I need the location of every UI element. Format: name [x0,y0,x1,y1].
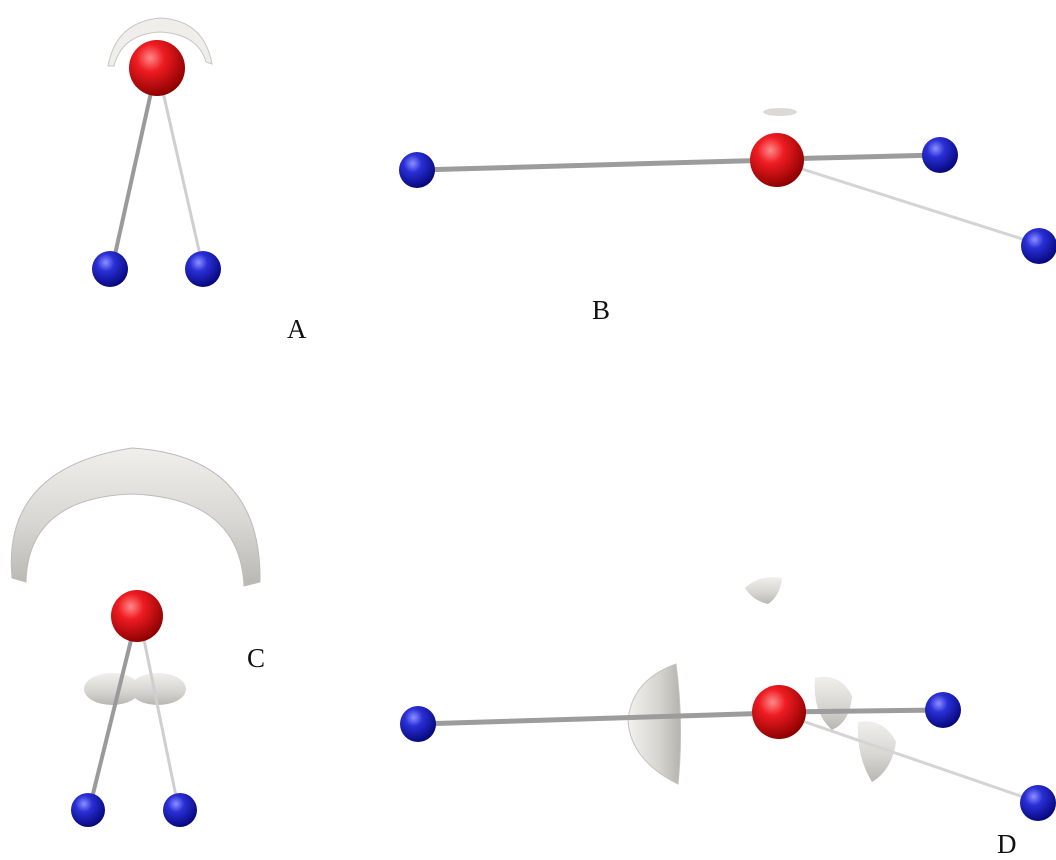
panel-d-blue-atom-1 [400,706,436,742]
panel-b-blue-atom-1 [399,152,435,188]
panel-d-bond-2 [777,707,945,715]
panel-b-label: B [592,295,611,325]
panel-c-bond-1 [88,618,138,808]
panel-c-blue-atom-1 [71,793,105,827]
panel-a-bond-2 [156,68,205,270]
panel-c [10,447,261,827]
panel-a-label: A [287,314,307,344]
panel-c-blue-atom-2 [163,793,197,827]
panel-c-red-atom [111,590,163,642]
panel-b [399,108,1056,264]
panel-a-blue-atom-2 [185,251,221,287]
panel-b-blue-atom-2 [922,137,958,173]
panel-a-bond-1 [110,68,158,270]
panel-a-isosurface-cap [107,17,213,67]
panel-c-isosurface-lobe-right [130,673,186,705]
panel-d-blue-atom-3 [1020,785,1056,821]
panel-a-blue-atom-1 [92,251,128,287]
panel-d-isosurface-right-lobe-1 [814,676,852,730]
panel-b-blue-atom-3 [1021,228,1056,264]
panel-d-bond-3 [780,712,1040,804]
panel-b-bond-1 [415,157,778,173]
panel-a [92,17,221,287]
panel-b-bond-2 [775,152,942,162]
panel-b-red-atom [750,133,804,187]
panel-c-bond-2 [138,618,180,808]
panel-d-bond-1 [416,710,780,727]
panel-d-red-atom [752,685,806,739]
panel-d [400,577,1056,821]
panel-b-isosurface-sliver [763,108,797,116]
panel-d-isosurface-top [745,577,782,604]
panel-d-blue-atom-2 [925,692,961,728]
panel-c-label: C [247,643,266,673]
panel-c-isosurface-crescent [10,447,261,587]
panel-d-label: D [997,829,1017,859]
panel-d-isosurface-right-lobe-2 [857,721,896,782]
panel-a-red-atom [129,40,185,96]
panel-b-bond-3 [778,160,1040,246]
panel-c-isosurface-lobe-left [84,673,140,705]
panel-d-isosurface-left-lobe [627,663,682,785]
